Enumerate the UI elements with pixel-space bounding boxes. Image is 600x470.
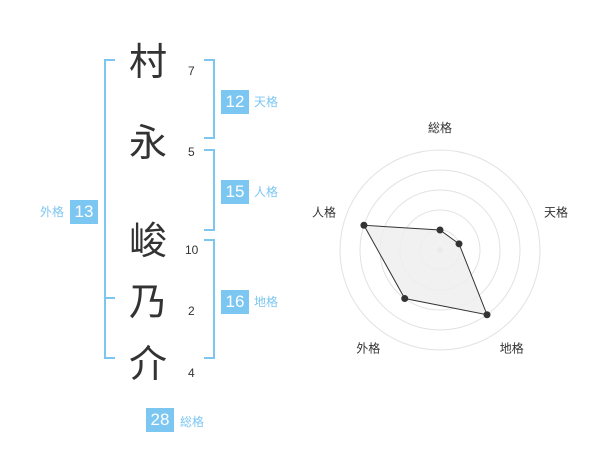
stroke-count: 5 bbox=[188, 145, 195, 159]
radar-point bbox=[401, 295, 409, 303]
gaikaku-bracket bbox=[104, 59, 115, 359]
stroke-count: 4 bbox=[188, 366, 195, 380]
tenkaku-label: 天格 bbox=[254, 95, 279, 109]
radar-polygon bbox=[363, 224, 488, 316]
chikaku-label: 地格 bbox=[254, 295, 279, 309]
stroke-count: 2 bbox=[188, 304, 195, 318]
soukaku-label: 総格 bbox=[180, 415, 205, 429]
radar-ring bbox=[339, 149, 541, 351]
name-char: 峻 bbox=[128, 219, 167, 263]
radar-point bbox=[360, 221, 368, 229]
gaikaku-label: 外格 bbox=[40, 205, 65, 219]
radar-axis-label: 人格 bbox=[312, 204, 336, 219]
radar-point bbox=[455, 240, 463, 248]
radar-axis-label: 天格 bbox=[544, 204, 568, 219]
chikaku-value: 16 bbox=[221, 290, 249, 314]
radar-axis-label: 地格 bbox=[500, 341, 524, 356]
radar-points bbox=[360, 221, 491, 319]
gaikaku-value: 13 bbox=[70, 200, 98, 224]
radar-axis-label: 総格 bbox=[428, 120, 452, 135]
jinkaku-label: 人格 bbox=[254, 185, 279, 199]
name-char: 永 bbox=[128, 121, 167, 165]
tenkaku-bracket bbox=[204, 59, 215, 139]
jinkaku-value: 15 bbox=[221, 180, 249, 204]
stroke-count: 10 bbox=[185, 243, 199, 257]
radar-axis-label: 外格 bbox=[356, 341, 380, 356]
tenkaku-value: 12 bbox=[221, 90, 249, 114]
name-char: 介 bbox=[128, 342, 167, 386]
name-char: 村 bbox=[128, 40, 167, 84]
chikaku-bracket bbox=[204, 239, 215, 359]
radar-point bbox=[436, 226, 444, 234]
stroke-count: 7 bbox=[188, 64, 195, 78]
soukaku-value: 28 bbox=[146, 408, 174, 432]
jinkaku-bracket bbox=[204, 149, 215, 231]
radar-ring bbox=[359, 169, 521, 331]
name-char: 乃 bbox=[128, 280, 167, 324]
radar-point bbox=[483, 311, 491, 319]
